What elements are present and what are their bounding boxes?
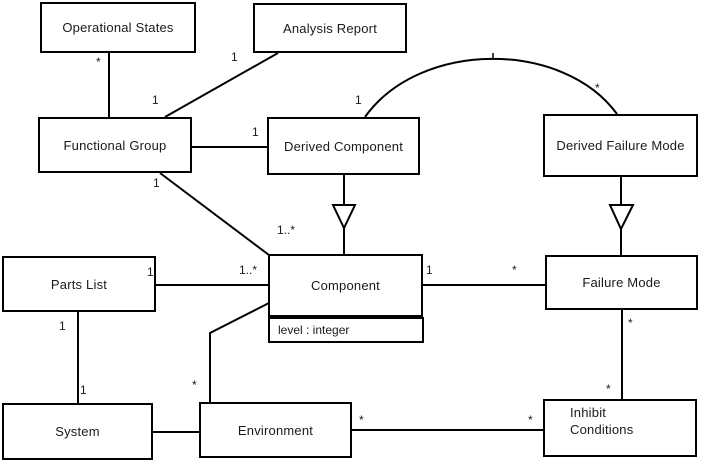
class-failure-mode: Failure Mode (545, 255, 698, 310)
generalization-triangle-icon (331, 204, 357, 231)
class-name: Inhibit Conditions (570, 405, 634, 437)
class-inhibit-conditions: Inhibit Conditions (543, 399, 697, 457)
multiplicity-label: 1..* (277, 223, 296, 237)
class-analysis-report: Analysis Report (253, 3, 407, 53)
multiplicity-label: 1 (147, 265, 154, 279)
multiplicity-label: * (359, 413, 364, 427)
multiplicity-label: 1 (252, 125, 259, 139)
class-name: Analysis Report (282, 20, 378, 36)
association-functional-group-component (159, 172, 270, 256)
multiplicity-label: * (628, 316, 633, 330)
multiplicity-label: 1 (152, 93, 159, 107)
class-name: Environment (237, 422, 314, 438)
multiplicity-label: 1 (153, 176, 160, 190)
multiplicity-label: * (192, 378, 197, 392)
class-name: System (55, 424, 100, 439)
class-functional-group: Functional Group (38, 117, 192, 173)
class-name: Parts List (50, 276, 108, 292)
multiplicity-label: 1 (80, 383, 87, 397)
class-derived-failure-mode: Derived Failure Mode (543, 114, 698, 177)
class-operational-states: Operational States (40, 2, 196, 53)
multiplicity-label: 1 (59, 319, 66, 333)
multiplicity-label: * (595, 81, 600, 95)
class-name: Derived Failure Mode (556, 138, 685, 153)
class-component: Component (268, 254, 423, 317)
multiplicity-label: 1 (355, 93, 362, 107)
multiplicity-label: * (96, 55, 101, 69)
class-name: Failure Mode (582, 275, 661, 290)
multiplicity-label: * (512, 263, 517, 277)
class-name: Functional Group (63, 137, 167, 153)
multiplicity-label: 1 (426, 263, 433, 277)
multiplicity-label: * (606, 382, 611, 396)
association-analysis-report-functional-group (164, 52, 279, 118)
class-system: System (2, 403, 153, 460)
multiplicity-label: 1..* (239, 263, 258, 277)
attribute-text: level : integer (278, 323, 350, 337)
class-name: Derived Component (283, 138, 404, 154)
class-name: Operational States (62, 20, 174, 35)
class-environment: Environment (199, 402, 352, 458)
generalization-triangle-icon (608, 204, 635, 232)
multiplicity-label: 1 (231, 50, 238, 64)
class-derived-component: Derived Component (267, 117, 420, 175)
class-parts-list: Parts List (2, 256, 156, 312)
class-name: Component (310, 278, 380, 293)
association-component-environment (209, 302, 270, 402)
association-arc-derived-component-derived-failure-mode (364, 57, 618, 118)
class-component-attribute: level : integer (268, 317, 424, 343)
multiplicity-label: * (528, 413, 533, 427)
